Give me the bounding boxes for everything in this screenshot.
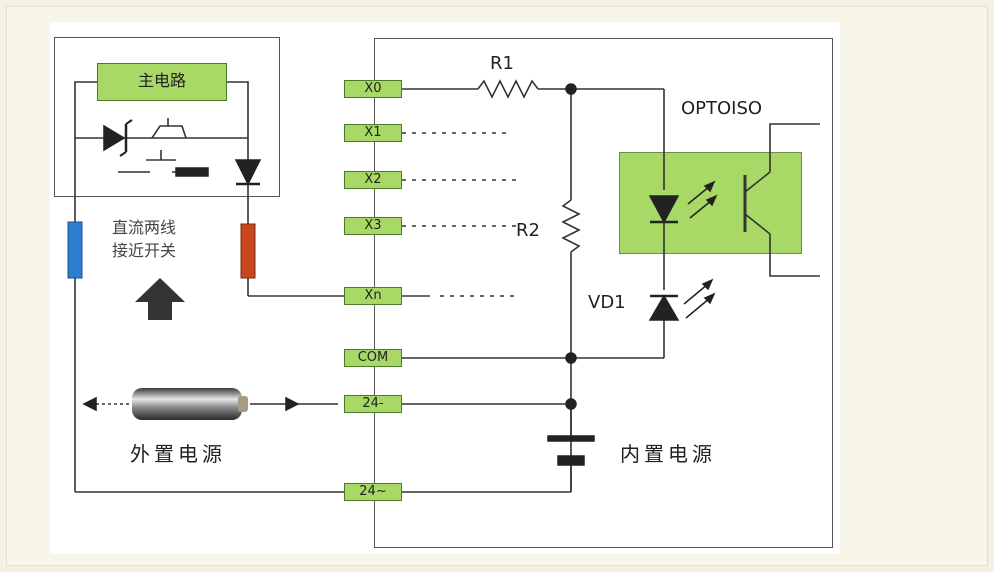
main-circuit-label: 主电路 bbox=[137, 71, 186, 90]
external-power-label: 外置电源 bbox=[130, 442, 226, 466]
terminal-24-tilde: 24~ bbox=[344, 483, 402, 501]
optoiso-label: OPTOISO bbox=[681, 98, 763, 119]
r2-label: R2 bbox=[516, 220, 540, 241]
vd1-label: VD1 bbox=[588, 292, 626, 313]
terminal-x3: X3 bbox=[344, 217, 402, 235]
terminal-com: COM bbox=[344, 349, 402, 367]
terminal-x0: X0 bbox=[344, 80, 402, 98]
main-circuit-box: 主电路 bbox=[97, 63, 227, 101]
sensor-label-line2: 接近开关 bbox=[112, 241, 177, 260]
r1-label: R1 bbox=[490, 53, 514, 74]
terminal-x1: X1 bbox=[344, 124, 402, 142]
terminal-x2: X2 bbox=[344, 171, 402, 189]
terminal-xn: Xn bbox=[344, 287, 402, 305]
terminal-24-minus: 24- bbox=[344, 395, 402, 413]
proximity-switch-enclosure bbox=[54, 37, 280, 197]
sensor-label-line1: 直流两线 bbox=[112, 218, 177, 237]
internal-power-label: 内置电源 bbox=[620, 442, 716, 466]
